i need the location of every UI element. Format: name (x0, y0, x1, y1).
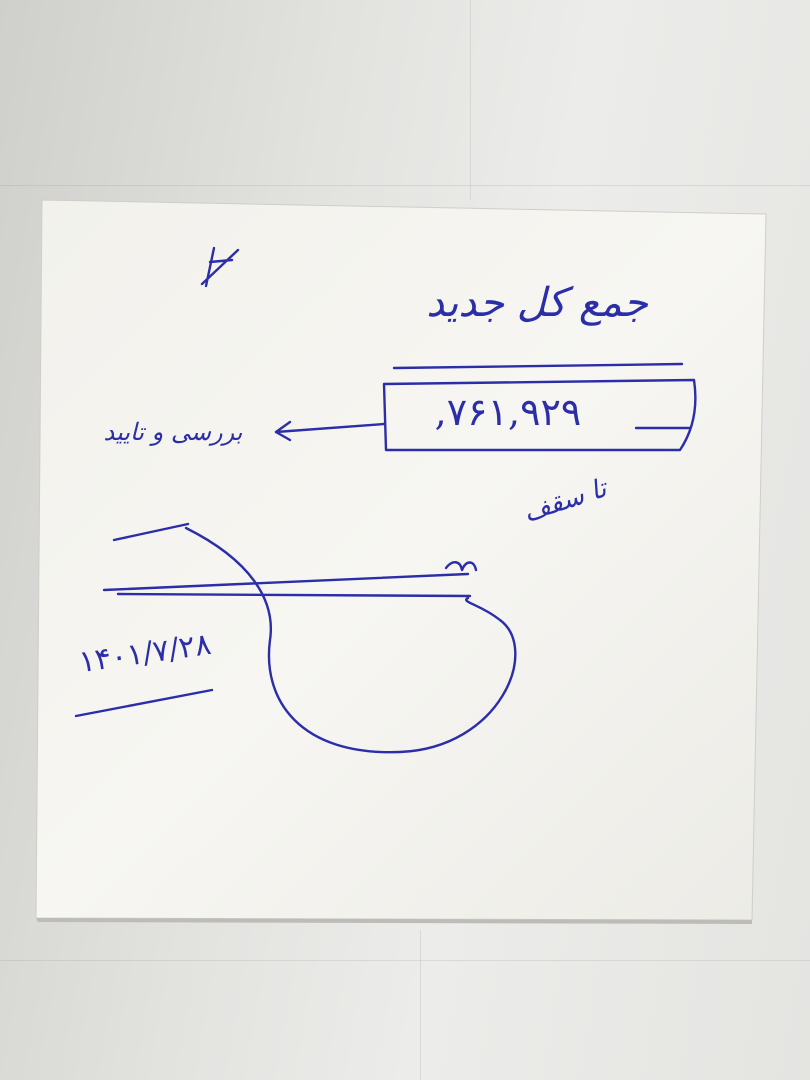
signature-line (102, 572, 470, 592)
amount-box (382, 378, 697, 452)
corner-mark (200, 246, 240, 288)
paper-shadow (36, 918, 752, 924)
heading-text: جمع کل جدید (426, 280, 648, 326)
signature-tail (444, 561, 478, 572)
arrow-head (274, 420, 292, 442)
heading-underline (392, 362, 684, 370)
amount-value: ۷۶۱,۹۲۹, (434, 390, 582, 434)
paper-sheet (35, 199, 767, 921)
signature-stroke-top (112, 522, 190, 542)
arrow-line (274, 422, 386, 434)
surface-grid-line (0, 960, 810, 961)
surface-grid-line (0, 185, 810, 186)
arrow-note-text: بررسی و تایید (103, 418, 243, 446)
surface-grid-line (420, 930, 421, 1080)
date-underline (74, 688, 214, 718)
surface-grid-line (470, 0, 471, 200)
signature-loop (184, 526, 517, 754)
signature-line-lower (116, 592, 472, 598)
